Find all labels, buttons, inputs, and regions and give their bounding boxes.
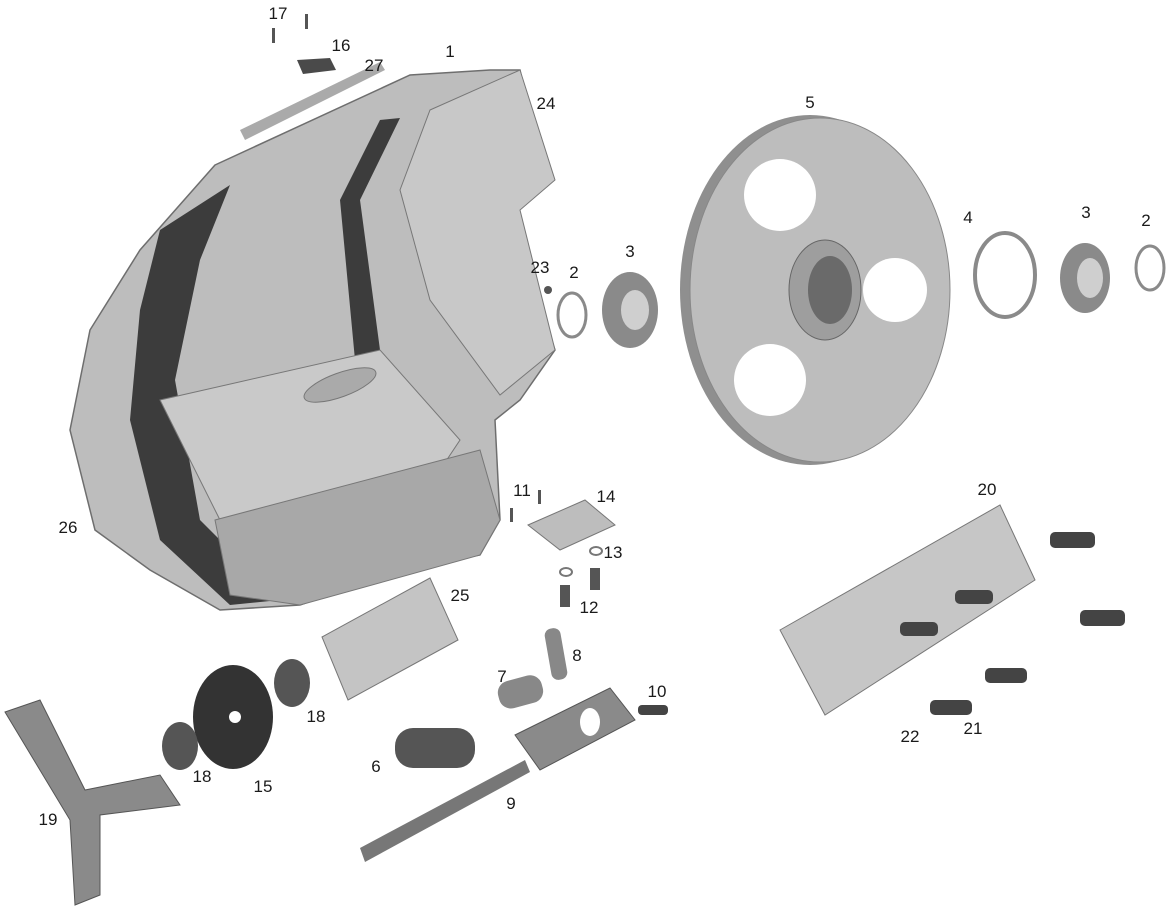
callout-c26: 26 bbox=[58, 518, 78, 537]
callout-c11: 11 bbox=[513, 481, 531, 500]
callout-c1: 1 bbox=[445, 42, 455, 61]
callout-c4: 4 bbox=[963, 208, 973, 227]
hinge-and-fasteners bbox=[510, 490, 616, 607]
tension-assembly bbox=[360, 628, 668, 862]
callout-c24: 24 bbox=[536, 94, 556, 113]
rings-bearings bbox=[544, 231, 1166, 348]
callout-c7: 7 bbox=[497, 667, 507, 686]
callout-c3b: 3 bbox=[625, 242, 635, 261]
callout-c17: 17 bbox=[268, 4, 288, 23]
callout-c3a: 3 bbox=[1081, 203, 1091, 222]
latch-and-screws bbox=[272, 14, 336, 74]
callout-c25: 25 bbox=[450, 586, 470, 605]
motor-plate bbox=[779, 504, 1125, 716]
callout-c12: 12 bbox=[579, 598, 599, 617]
callout-c18a: 18 bbox=[306, 707, 326, 726]
callout-c5: 5 bbox=[805, 93, 815, 112]
callout-c8: 8 bbox=[572, 646, 582, 665]
callout-c2b: 2 bbox=[569, 263, 579, 282]
callout-c27: 27 bbox=[364, 56, 384, 75]
callout-c18b: 18 bbox=[192, 767, 212, 786]
knob-assembly bbox=[4, 659, 310, 906]
callout-c14: 14 bbox=[596, 487, 616, 506]
callout-c9: 9 bbox=[506, 794, 516, 813]
callout-c2a: 2 bbox=[1141, 211, 1151, 230]
callout-c16: 16 bbox=[331, 36, 351, 55]
callout-c21: 21 bbox=[963, 719, 983, 738]
plate-25 bbox=[321, 577, 459, 701]
callout-c20: 20 bbox=[977, 480, 997, 499]
wheel bbox=[680, 115, 951, 465]
callout-c23: 23 bbox=[530, 258, 550, 277]
callout-c6: 6 bbox=[371, 757, 381, 776]
callout-c19: 19 bbox=[38, 810, 58, 829]
callout-c15: 15 bbox=[253, 777, 273, 796]
guard-housing bbox=[69, 62, 556, 611]
callout-c13: 13 bbox=[603, 543, 623, 562]
callout-c10: 10 bbox=[647, 682, 667, 701]
callout-c22: 22 bbox=[900, 727, 920, 746]
